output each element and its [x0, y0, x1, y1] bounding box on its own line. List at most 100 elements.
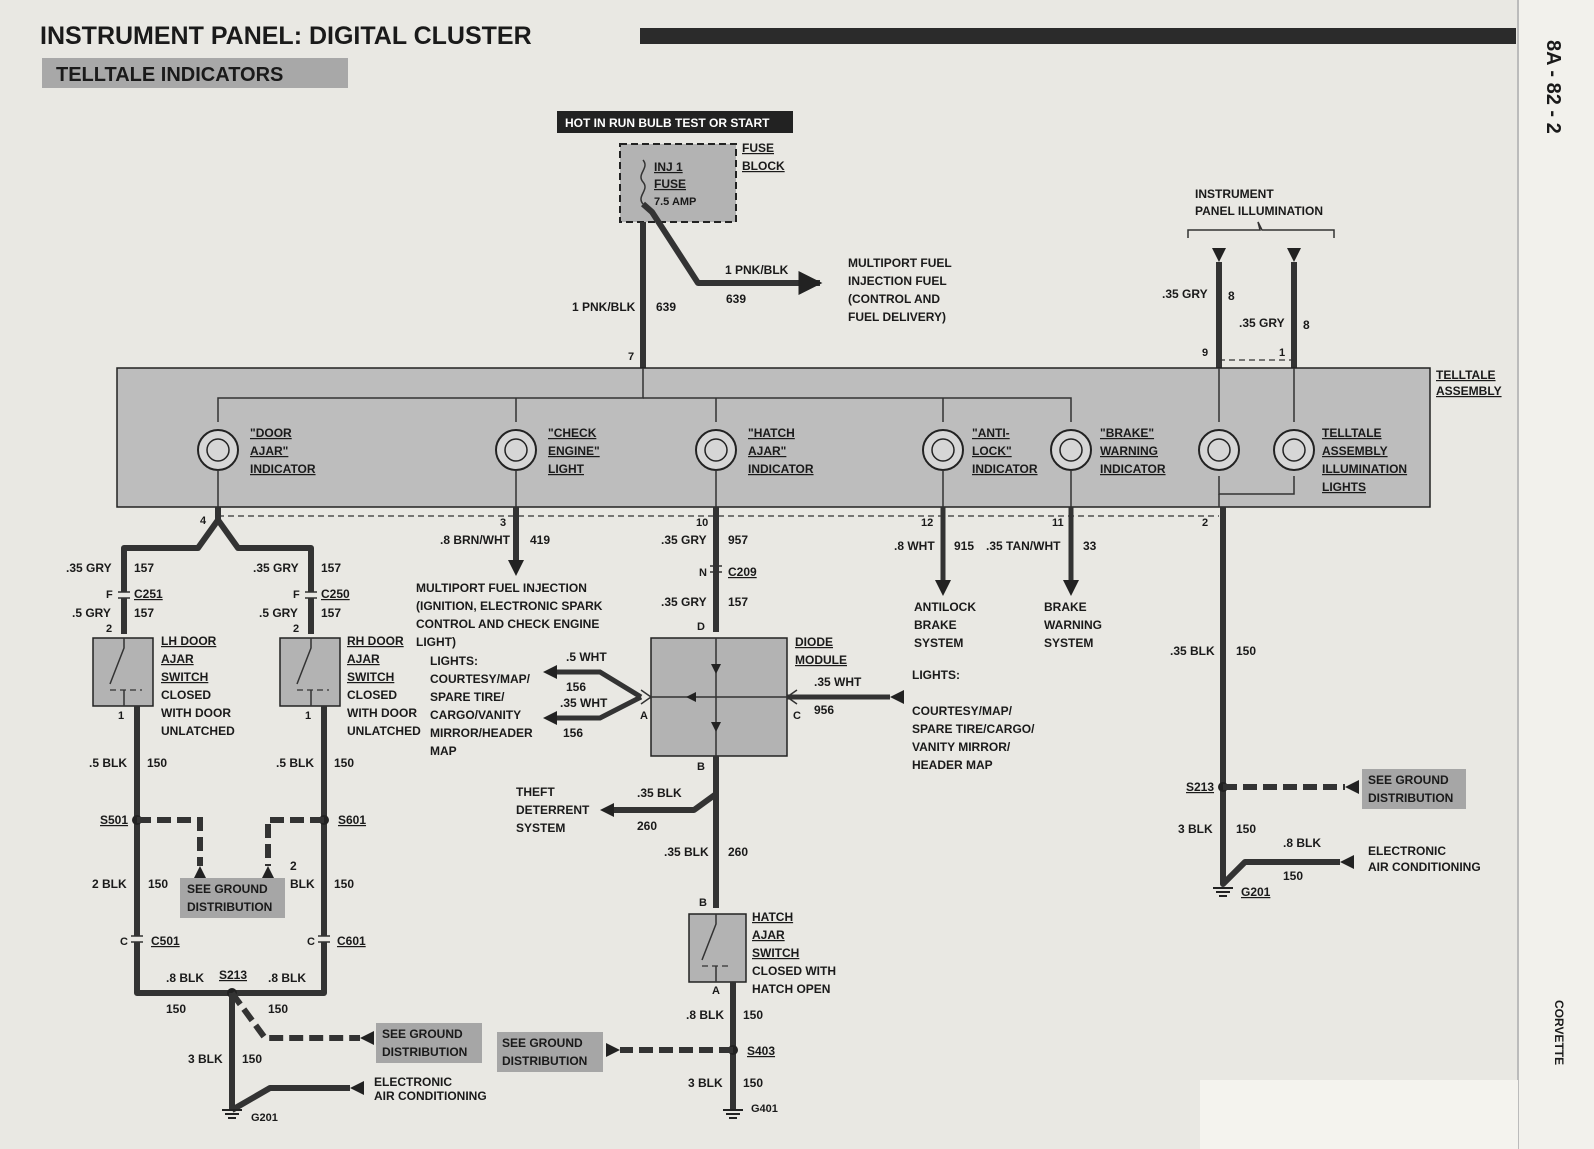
hatch-8blk-color: .8 BLK [686, 1008, 724, 1022]
engine-label-1: "CHECK [548, 426, 597, 440]
wire-157-lower [121, 598, 314, 634]
rh-door-switch-box [279, 637, 341, 707]
ac-right-2: AIR CONDITIONING [1368, 860, 1481, 874]
brake-dest-2: WARNING [1044, 618, 1102, 632]
lh-switch-1: LH DOOR [161, 634, 217, 648]
antilock-dest-1: ANTILOCK [914, 600, 976, 614]
diode-pin-a: A [640, 710, 648, 722]
lh-switch-6: UNLATCHED [161, 724, 235, 738]
g201-3blk-circuit: 150 [242, 1052, 262, 1066]
ac-right-arrow-icon [1340, 855, 1354, 869]
lights-left-2: SPARE TIRE/ [430, 690, 505, 704]
theft-3: SYSTEM [516, 821, 565, 835]
door-ajar-bulb-icon [197, 429, 239, 471]
lh-pin-c: C [120, 936, 128, 948]
hatch-label-1: "HATCH [748, 426, 795, 440]
page-edge [1518, 0, 1594, 1149]
lh-switch-3: SWITCH [161, 670, 208, 684]
page-title: INSTRUMENT PANEL: DIGITAL CLUSTER [40, 22, 532, 50]
lh-wire-mid-color: .5 GRY [72, 606, 111, 620]
door-label-1: "DOOR [250, 426, 292, 440]
rh-wire-mid-color: .5 GRY [259, 606, 298, 620]
lights-right-4: HEADER MAP [912, 758, 993, 772]
brake-label-3: INDICATOR [1100, 462, 1166, 476]
wire-260b-color: .35 BLK [664, 845, 709, 859]
lights-right-title: LIGHTS: [912, 668, 960, 682]
wire-157-lh [121, 507, 221, 592]
ac-left-1: ELECTRONIC [374, 1075, 452, 1089]
pin-antilock: 12 [921, 517, 933, 529]
wire-639-left-color: 1 PNK/BLK [572, 300, 636, 314]
g401-3blk-color: 3 BLK [688, 1076, 723, 1090]
diode-label-2: MODULE [795, 653, 847, 667]
lh-wire-top-color: .35 GRY [66, 561, 112, 575]
door-ground-1: SEE GROUND [187, 882, 268, 896]
rh-wire-mid-circuit: 157 [321, 606, 341, 620]
wire-ac-left [230, 1085, 350, 1113]
rh-switch-contact-icon [296, 638, 312, 706]
hatch-switch-pin-b: B [699, 897, 707, 909]
wire-156-b-circuit: 156 [563, 726, 583, 740]
illum-internal-drops [1218, 368, 1295, 422]
wire-957-color: .35 GRY [661, 533, 707, 547]
g401-3blk-circuit: 150 [743, 1076, 763, 1090]
hatch-8blk-circuit: 150 [743, 1008, 763, 1022]
ac-left-arrow-icon [350, 1081, 364, 1095]
s213-ground-box [376, 1023, 482, 1063]
side-tab: CORVETTE [1552, 1000, 1566, 1065]
hatch-switch-4: CLOSED WITH [752, 964, 836, 978]
fuse-block-label-2: BLOCK [742, 159, 785, 173]
illum-label-3: ILLUMINATION [1322, 462, 1407, 476]
lights-right-3: VANITY MIRROR/ [912, 740, 1011, 754]
lights-right-2: SPARE TIRE/CARGO/ [912, 722, 1035, 736]
pin-c-connector-icon [785, 689, 798, 705]
fuse-name: INJ 1 [654, 160, 683, 174]
page-code: 8A - 82 - 2 [1542, 40, 1564, 134]
wire-956-arrow-icon [890, 690, 904, 704]
lights-left-1: COURTESY/MAP/ [430, 672, 531, 686]
rh-8blk-color: .8 BLK [268, 971, 306, 985]
s403-ground-box [497, 1032, 603, 1072]
pin-a-connector-icon [640, 689, 653, 705]
s213-ground-2: DISTRIBUTION [382, 1045, 467, 1059]
subtitle-band [42, 58, 348, 88]
brake-label-2: WARNING [1100, 444, 1158, 458]
fuse-rating: 7.5 AMP [654, 196, 696, 208]
antilock-label-3: INDICATOR [972, 462, 1038, 476]
antilock-bulb-icon [922, 429, 964, 471]
diode-pin-b: B [697, 761, 705, 773]
hatch-switch-1: HATCH [752, 910, 793, 924]
lh-switch-contact-icon [109, 638, 125, 706]
wire-639-right-circuit: 639 [726, 292, 746, 306]
wire-157-rh [215, 518, 314, 592]
lh-switch-5: WITH DOOR [161, 706, 231, 720]
illum-label-4: LIGHTS [1322, 480, 1366, 494]
diode-icons [686, 664, 721, 732]
brake-dest-3: SYSTEM [1044, 636, 1093, 650]
illum-internal-return [1218, 476, 1295, 495]
hatch-switch-2: AJAR [752, 928, 785, 942]
fuel-dest-3: (CONTROL AND [848, 292, 940, 306]
illumination-bulb-a-icon [1198, 429, 1240, 471]
door-ground-leads [137, 817, 324, 866]
s213-right-ground-box [1362, 769, 1466, 809]
illumination-bracket [1187, 221, 1335, 238]
conn-c501: C501 [151, 934, 180, 948]
splice-s501: S501 [100, 813, 128, 827]
ac-right-1: ELECTRONIC [1368, 844, 1446, 858]
g201-left: G201 [251, 1112, 278, 1124]
bulb-output-leads [217, 470, 1220, 507]
door-label-2: AJAR" [250, 444, 288, 458]
right-3blk-color: 3 BLK [1178, 822, 1213, 836]
lh-switch-4: CLOSED [161, 688, 211, 702]
wire-639-right [641, 201, 823, 295]
brake-warning-bulb-icon [1050, 429, 1092, 471]
wire-156-a-color: .5 WHT [566, 650, 607, 664]
wire-156-arrows-icon [543, 665, 557, 725]
wire-156-pair [557, 669, 643, 721]
lh-pin-f: F [106, 589, 113, 601]
check-engine-dest-2: (IGNITION, ELECTRONIC SPARK [416, 599, 603, 613]
illum-feed-a-icon [1212, 248, 1226, 262]
wire-33-circuit: 33 [1083, 539, 1097, 553]
conn-c209: C209 [728, 565, 757, 579]
